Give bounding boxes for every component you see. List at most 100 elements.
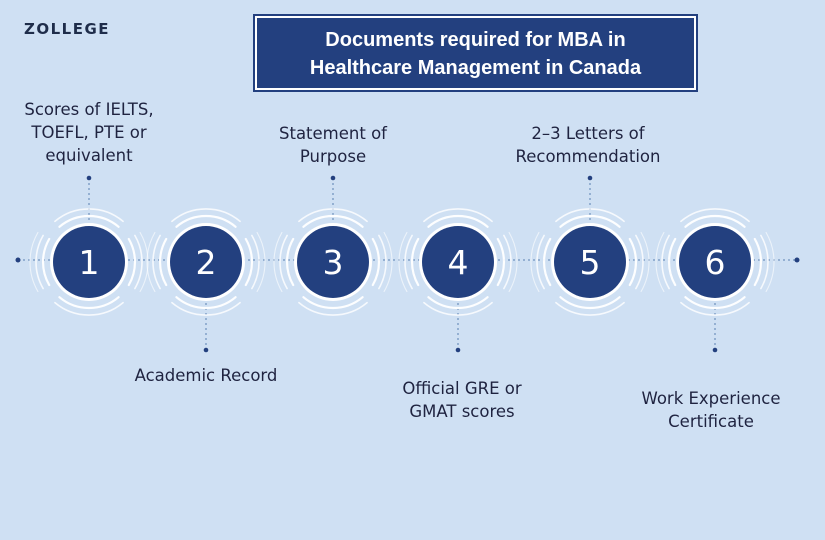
step-2-circle — [170, 226, 242, 298]
step-3-ring-arc — [378, 234, 387, 290]
timeline-start-dot — [15, 257, 21, 263]
step-4-label: Official GRE or GMAT scores — [352, 377, 572, 423]
step-4-circle — [422, 226, 494, 298]
step-2-ring-arc — [159, 237, 168, 287]
step-1-number: 1 — [79, 243, 100, 282]
step-6: 6 — [655, 208, 775, 353]
step-6-ring-arc — [680, 301, 750, 316]
step-5-number: 5 — [580, 243, 601, 282]
step-4-ring-arc — [411, 237, 420, 287]
step-5-ring-arc — [628, 237, 637, 287]
step-4-ring-arc — [404, 234, 413, 290]
step-3: 3 — [273, 175, 393, 316]
step-4-ring-arc — [398, 231, 408, 293]
step-2-ring-arc — [175, 296, 237, 310]
step-1: 1 — [29, 175, 149, 316]
step-2-ring-arc — [152, 234, 161, 290]
step-6-label-line: Work Experience — [641, 389, 781, 408]
step-3-ring-arc — [279, 234, 288, 290]
step-3-label-line: Purpose — [299, 147, 367, 166]
step-3-ring-arc — [371, 237, 380, 287]
step-2-ring-arc — [146, 231, 156, 293]
step-5-ring-arc — [530, 231, 540, 293]
title-line-2: Healthcare Management in Canada — [309, 57, 642, 79]
step-4-ring-arc — [427, 296, 489, 310]
title-line-1: Documents required for MBA in — [325, 29, 626, 51]
step-4-ring-arc — [423, 301, 493, 316]
step-5-ring-arc — [555, 208, 625, 223]
step-2-ring-arc — [175, 214, 237, 228]
step-4-connector-dot — [455, 347, 461, 353]
step-1-connector-dot — [86, 175, 92, 181]
step-3-circle — [297, 226, 369, 298]
step-3-ring-arc — [302, 214, 364, 228]
step-6-ring-arc — [760, 234, 769, 290]
step-2-label: Academic Record — [96, 364, 316, 387]
step-2-ring-arc — [244, 237, 253, 287]
step-1-ring-arc — [134, 234, 143, 290]
step-1-ring-arc — [42, 237, 51, 287]
step-2-label-line: Academic Record — [134, 366, 278, 385]
step-4-ring-arc — [423, 208, 493, 223]
step-5-label-line: 2–3 Letters of — [531, 124, 645, 143]
step-4-number: 4 — [448, 243, 469, 282]
step-1-ring-arc — [29, 231, 39, 293]
step-4-label-line: Official GRE or — [402, 379, 522, 398]
step-4-ring-arc — [427, 214, 489, 228]
step-4-ring-arc — [503, 234, 512, 290]
step-5-circle — [554, 226, 626, 298]
step-6-ring-arc — [753, 237, 762, 287]
step-1-ring-arc — [139, 231, 149, 293]
timeline-end-dot — [794, 257, 800, 263]
step-3-ring-arc — [298, 301, 368, 316]
step-4: 4 — [398, 208, 518, 353]
step-1-ring-arc — [54, 301, 124, 316]
step-6-ring-arc — [661, 234, 670, 290]
step-3-connector-dot — [330, 175, 336, 181]
step-1-ring-arc — [127, 237, 136, 287]
step-3-ring-arc — [383, 231, 393, 293]
step-5: 5 — [530, 175, 650, 316]
zollege-logo: ZOLLEGE — [24, 20, 111, 38]
step-4-label-line: GMAT scores — [409, 402, 515, 421]
step-6-connector-dot — [712, 347, 718, 353]
step-6-circle — [679, 226, 751, 298]
step-6-number: 6 — [705, 243, 726, 282]
step-6-label-line: Certificate — [668, 412, 754, 431]
step-2-connector-dot — [203, 347, 209, 353]
step-3-ring-arc — [298, 208, 368, 223]
step-2-ring-arc — [251, 234, 260, 290]
step-5-ring-arc — [555, 301, 625, 316]
step-1-ring-arc — [58, 214, 120, 228]
step-2-ring-arc — [171, 301, 241, 316]
step-4-ring-arc — [508, 231, 518, 293]
step-5-label: 2–3 Letters of Recommendation — [478, 122, 698, 168]
step-1-label-line: TOEFL, PTE or — [31, 123, 147, 142]
step-5-ring-arc — [536, 234, 545, 290]
step-3-ring-arc — [302, 296, 364, 310]
step-6-ring-arc — [668, 237, 677, 287]
step-3-label-line: Statement of — [279, 124, 387, 143]
step-5-ring-arc — [543, 237, 552, 287]
step-1-ring-arc — [35, 234, 44, 290]
step-3-number: 3 — [323, 243, 344, 282]
step-5-ring-arc — [559, 214, 621, 228]
step-3-label: Statement of Purpose — [223, 122, 443, 168]
step-5-ring-arc — [635, 234, 644, 290]
step-5-ring-arc — [640, 231, 650, 293]
step-3-ring-arc — [273, 231, 283, 293]
step-1-ring-arc — [54, 208, 124, 223]
step-6-ring-arc — [765, 231, 775, 293]
step-5-label-line: Recommendation — [515, 147, 661, 166]
step-2-number: 2 — [196, 243, 217, 282]
step-5-connector-dot — [587, 175, 593, 181]
step-2-ring-arc — [171, 208, 241, 223]
step-6-ring-arc — [655, 231, 665, 293]
step-6-ring-arc — [684, 296, 746, 310]
step-3-ring-arc — [286, 237, 295, 287]
step-2-ring-arc — [256, 231, 266, 293]
step-1-label-line: Scores of IELTS, — [24, 100, 154, 119]
